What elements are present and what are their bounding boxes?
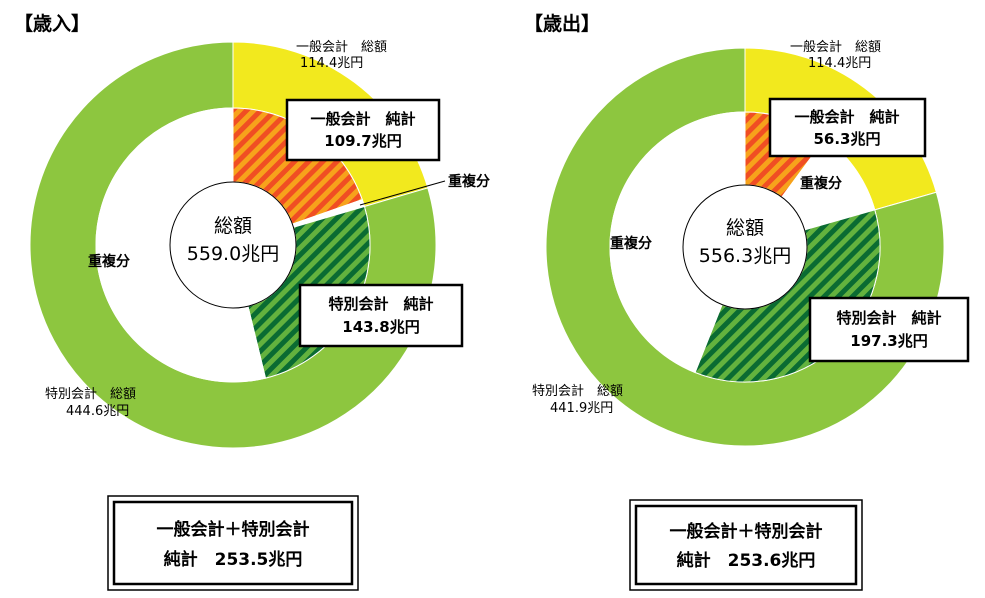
general-net-value: 109.7兆円 xyxy=(324,132,401,150)
special-net-value: 197.3兆円 xyxy=(850,332,927,350)
revenue-chart: 【歳入】 一般会計 総額 114.4兆円 特別会計 総額 444.6兆円 重複分… xyxy=(14,12,490,591)
expenditure-chart: 【歳出】 一般会計 総額 114.4兆円 特別会計 総額 441.9兆円 重複分… xyxy=(524,12,970,591)
outer-value-special: 444.6兆円 xyxy=(66,404,129,419)
center-circle xyxy=(169,181,297,309)
label-box-general-net xyxy=(285,98,441,162)
chart-title: 【歳入】 xyxy=(14,12,90,35)
label-box-special-net xyxy=(298,283,464,348)
rings xyxy=(29,41,437,449)
overlap-label-thin: 重複分 xyxy=(448,173,490,190)
chart-title: 【歳出】 xyxy=(524,12,600,35)
special-net-label: 特別会計 純計 xyxy=(836,309,941,327)
center-value: 556.3兆円 xyxy=(699,245,791,267)
summary-line1: 一般会計＋特別会計 xyxy=(157,519,310,540)
outer-value-special: 441.9兆円 xyxy=(550,401,613,416)
special-net-value: 143.8兆円 xyxy=(342,318,419,336)
outer-value-general: 114.4兆円 xyxy=(808,56,871,71)
general-net-label: 一般会計 純計 xyxy=(794,108,899,126)
outer-label-general: 一般会計 総額 xyxy=(296,39,387,55)
center-value: 559.0兆円 xyxy=(187,243,279,265)
outer-label-general: 一般会計 総額 xyxy=(790,39,881,55)
summary-line1: 一般会計＋特別会計 xyxy=(670,521,823,542)
general-net-value: 56.3兆円 xyxy=(813,130,880,148)
center-circle xyxy=(682,184,808,310)
general-net-label: 一般会計 純計 xyxy=(310,110,415,128)
summary-box-inner xyxy=(634,504,858,586)
outer-label-special: 特別会計 総額 xyxy=(532,383,623,399)
summary-line2: 純計 253.5兆円 xyxy=(164,549,303,570)
summary-line2: 純計 253.6兆円 xyxy=(677,550,816,571)
special-net-label: 特別会計 純計 xyxy=(328,295,433,313)
overlap-label-inner: 重複分 xyxy=(610,235,652,252)
center-label: 総額 xyxy=(726,217,764,239)
center-label: 総額 xyxy=(214,215,252,237)
label-box-general-net xyxy=(768,97,927,158)
outer-value-general: 114.4兆円 xyxy=(300,56,363,71)
summary-box-inner xyxy=(112,500,354,586)
outer-label-special: 特別会計 総額 xyxy=(45,386,136,402)
label-box-special-net xyxy=(808,296,970,363)
overlap-leader-line xyxy=(359,180,446,206)
overlap-label-general: 重複分 xyxy=(800,175,842,192)
overlap-label-inner: 重複分 xyxy=(88,253,130,270)
